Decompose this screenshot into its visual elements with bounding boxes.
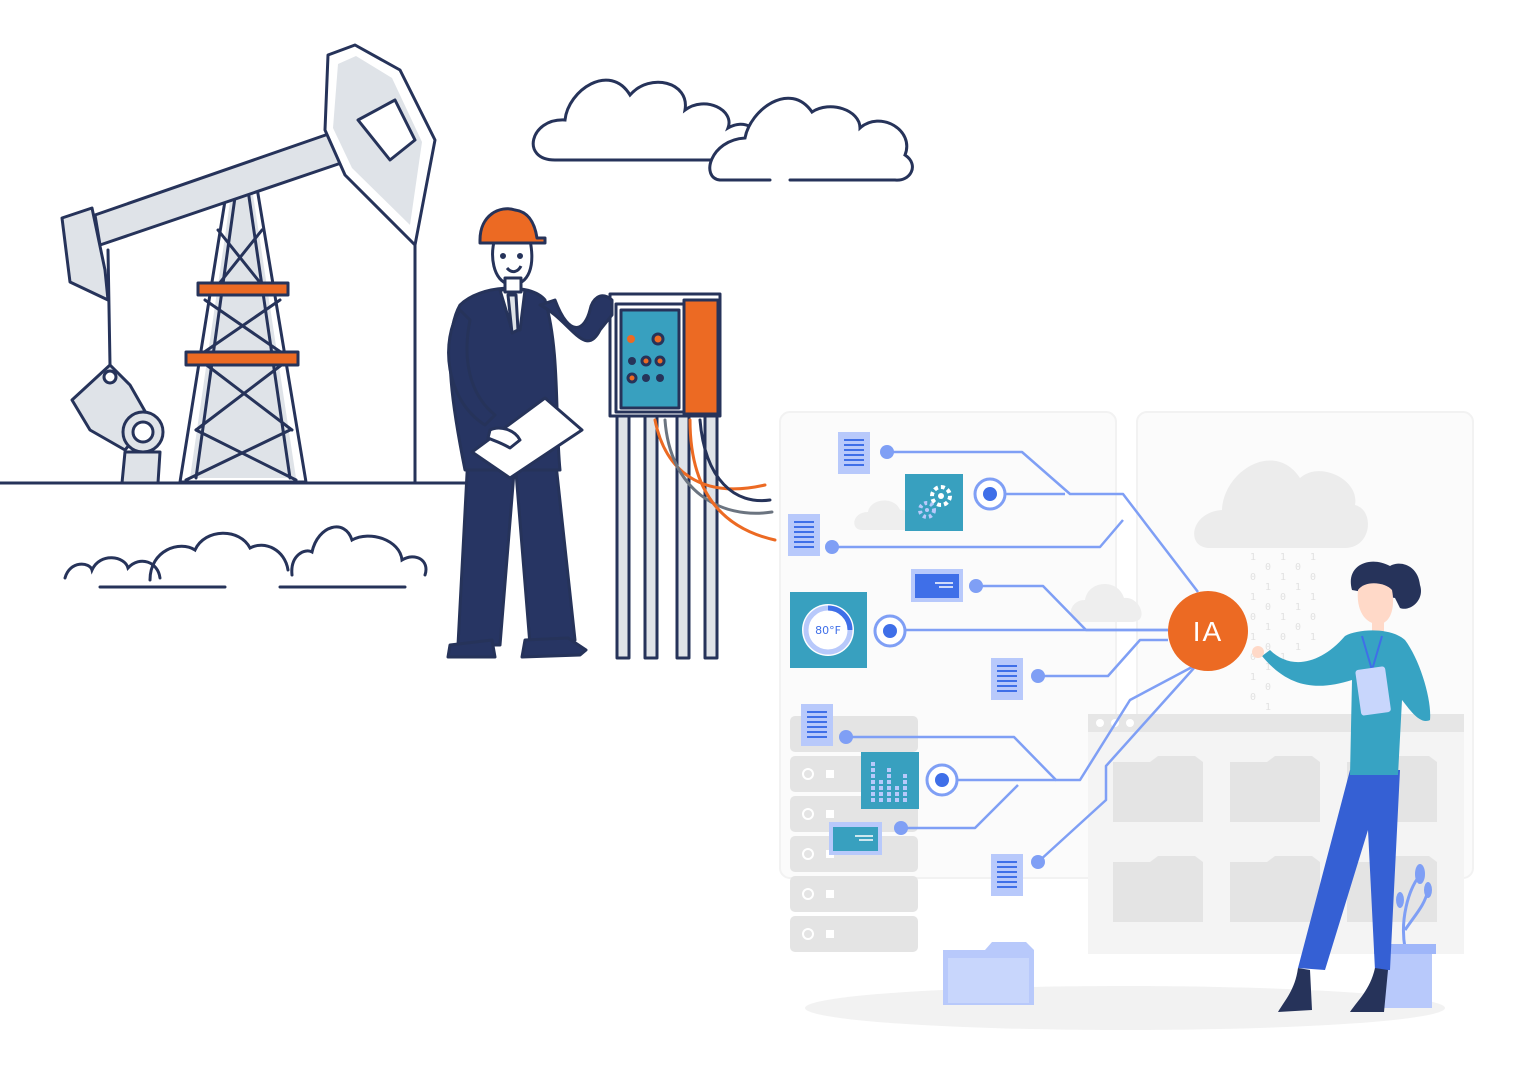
small-grey-clouds [854, 500, 1142, 622]
svg-text:1: 1 [1295, 582, 1301, 593]
svg-text:1: 1 [1265, 622, 1271, 633]
document-icon [838, 432, 870, 474]
control-panel [608, 292, 722, 660]
svg-text:1: 1 [1265, 662, 1271, 673]
document-icon [801, 704, 833, 746]
svg-text:1: 1 [1280, 612, 1286, 623]
document-icons [788, 432, 1023, 896]
svg-text:1: 1 [1310, 592, 1316, 603]
svg-text:1: 1 [1250, 632, 1256, 643]
svg-text:0: 0 [1250, 572, 1256, 583]
svg-text:1: 1 [1280, 552, 1286, 563]
svg-text:1: 1 [1280, 572, 1286, 583]
svg-text:0: 0 [1295, 562, 1301, 573]
svg-text:1: 1 [1250, 552, 1256, 563]
ai-badge-label: IA [1193, 616, 1223, 647]
svg-text:1: 1 [1280, 652, 1286, 663]
svg-text:1: 1 [1250, 672, 1256, 683]
svg-text:0: 0 [1280, 592, 1286, 603]
svg-text:0: 0 [1280, 632, 1286, 643]
svg-text:1: 1 [1310, 552, 1316, 563]
browser-window-icon [829, 822, 882, 855]
browser-window-icon [911, 569, 963, 602]
svg-text:0: 0 [1265, 602, 1271, 613]
svg-text:0: 0 [1265, 642, 1271, 653]
document-icon [991, 658, 1023, 700]
gear-settings-icon [905, 474, 963, 531]
svg-text:0: 0 [1310, 612, 1316, 623]
svg-text:0: 0 [1295, 622, 1301, 633]
document-icon [991, 854, 1023, 896]
ai-hub-node: IA [1168, 591, 1248, 671]
folder-icon [943, 942, 1034, 1005]
panel-cables [653, 418, 777, 542]
document-icon [788, 514, 820, 556]
gauge-readout: 80°F [815, 624, 841, 637]
woman-figure [1252, 561, 1431, 1012]
svg-text:1: 1 [1295, 602, 1301, 613]
sky-clouds [531, 78, 914, 182]
connection-nodes [825, 445, 1045, 869]
svg-text:1: 1 [1310, 632, 1316, 643]
svg-text:0: 0 [1250, 652, 1256, 663]
svg-text:1: 1 [1265, 702, 1271, 713]
bar-chart-icon [861, 752, 919, 809]
svg-text:0: 0 [1250, 612, 1256, 623]
svg-text:1: 1 [1250, 592, 1256, 603]
svg-text:1: 1 [1265, 582, 1271, 593]
svg-text:0: 0 [1265, 682, 1271, 693]
thermostat-gauge-icon: 80°F [790, 592, 867, 668]
svg-text:0: 0 [1265, 562, 1271, 573]
svg-text:1: 1 [1295, 642, 1301, 653]
engineer-figure [446, 207, 614, 659]
svg-text:0: 0 [1310, 572, 1316, 583]
connection-lines [832, 450, 1199, 863]
folder-window [1088, 714, 1464, 954]
pump-jack-illustration [60, 43, 437, 485]
svg-text:0: 0 [1250, 692, 1256, 703]
ground-bushes [63, 525, 428, 589]
